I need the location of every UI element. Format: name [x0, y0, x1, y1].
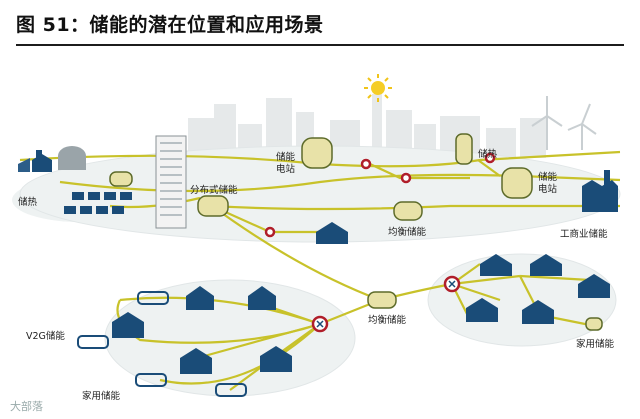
- label-commercial-storage: 工商业储能: [560, 229, 608, 240]
- title-rule: [16, 44, 624, 46]
- label-distributed-storage: 分布式储能: [190, 185, 238, 196]
- label-home-storage-2: 家用储能: [576, 339, 615, 350]
- label-home-storage-1: 家用储能: [82, 391, 121, 402]
- figure-title: 图 51：储能的潜在位置和应用场景: [16, 14, 324, 36]
- solar-panels-icon: [64, 192, 132, 214]
- label-v2g-storage: V2G储能: [26, 331, 65, 342]
- factory-icon: [582, 170, 618, 212]
- watermark: 大部落: [10, 400, 43, 413]
- electric-car-icons: [77, 291, 247, 397]
- label-balance-storage-1: 均衡储能: [388, 227, 427, 238]
- wind-turbine-icon: [531, 96, 597, 150]
- factory-icon: [18, 146, 86, 172]
- sun-icon: [364, 74, 392, 102]
- label-balance-storage-2: 均衡储能: [368, 315, 407, 326]
- grid-node-icons: [264, 152, 496, 238]
- label-heat-storage-2: 储热: [478, 149, 498, 160]
- house-icons: [112, 222, 610, 374]
- label-storage-station-1: 储能 电站: [276, 152, 296, 175]
- label-heat-storage: 储热: [18, 197, 38, 208]
- label-storage-station-2: 储能 电站: [538, 172, 558, 195]
- battery-storage-icons: [109, 133, 603, 331]
- office-building-icon: [155, 135, 187, 229]
